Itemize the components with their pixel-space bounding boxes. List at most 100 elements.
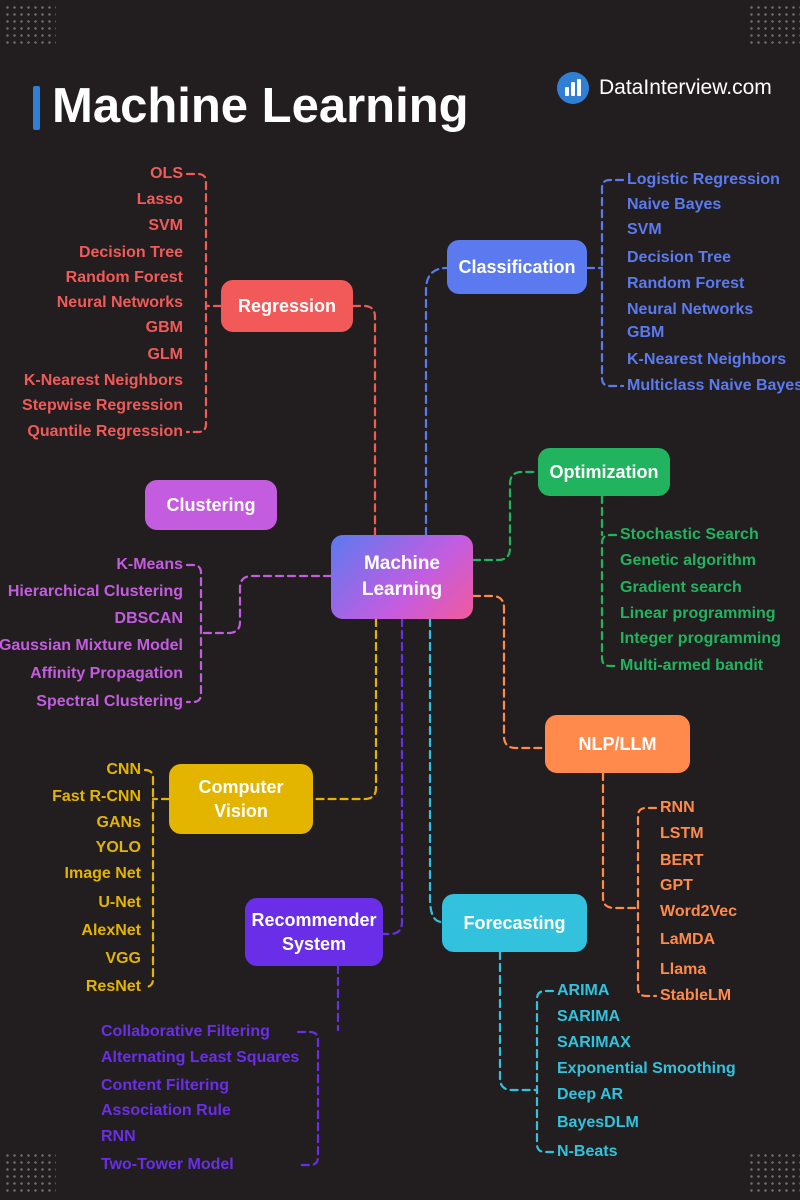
recommender-connector: [381, 617, 404, 936]
classification-item: GBM: [627, 324, 665, 341]
dot-pattern-bottom-right: [748, 1152, 800, 1196]
forecasting-item: SARIMA: [557, 1008, 621, 1025]
node-clustering: Clustering: [145, 480, 277, 530]
forecasting-item: ARIMA: [557, 982, 610, 999]
node-regression: Regression: [221, 280, 353, 332]
nlp-item: Word2Vec: [660, 903, 738, 920]
vision-connector: [311, 617, 378, 801]
nlp-connector: [471, 594, 547, 750]
classification-item: Logistic Regression: [627, 171, 780, 188]
brand-name: DataInterview.com: [599, 76, 772, 99]
classification-item: Neural Networks: [627, 301, 754, 318]
clustering-item: Gaussian Mixture Model: [0, 637, 183, 654]
optimization-item: Integer programming: [620, 630, 781, 647]
title-accent-bar: [33, 86, 40, 130]
recommender-item: Association Rule: [101, 1102, 231, 1119]
clustering-bracket: [185, 563, 203, 704]
recommender-item: RNN: [101, 1128, 136, 1145]
vision-item: Fast R-CNN: [52, 788, 141, 805]
node-vision: Computer Vision: [169, 764, 313, 834]
nlp-link: [601, 771, 640, 910]
forecasting-item: SARIMAX: [557, 1034, 631, 1051]
vision-item: CNN: [106, 761, 141, 778]
optimization-item: Stochastic Search: [620, 526, 759, 543]
node-forecasting: Forecasting: [442, 894, 587, 952]
clustering-item: Spectral Clustering: [36, 693, 183, 710]
optimization-item: Gradient search: [620, 579, 742, 596]
classification-item: Random Forest: [627, 275, 745, 292]
page-title: Machine Learning: [52, 79, 469, 133]
classification-connector: [424, 266, 449, 537]
nlp-bracket: [636, 806, 658, 998]
nlp-item: LSTM: [660, 825, 704, 842]
vision-item: U-Net: [98, 894, 141, 911]
nlp-item: RNN: [660, 799, 695, 816]
vision-bracket: [143, 768, 155, 989]
optimization-item: Linear programming: [620, 605, 776, 622]
dot-pattern-top-left: [4, 4, 56, 48]
regression-bracket: [185, 172, 208, 434]
regression-item: GBM: [145, 319, 183, 336]
forecasting-item: Exponential Smoothing: [557, 1060, 736, 1077]
classification-bracket: [600, 178, 625, 388]
vision-item: Image Net: [64, 865, 141, 882]
vision-item: AlexNet: [81, 922, 141, 939]
recommender-item: Alternating Least Squares: [101, 1049, 300, 1066]
clustering-item: DBSCAN: [114, 610, 183, 627]
vision-item: VGG: [105, 950, 141, 967]
regression-item: Neural Networks: [56, 294, 183, 311]
optimization-item: Multi-armed bandit: [620, 657, 764, 674]
regression-item: OLS: [150, 165, 183, 182]
regression-item: SVM: [148, 217, 183, 234]
classification-item: Multiclass Naive Bayes: [627, 377, 800, 394]
optimization-connector: [471, 470, 540, 562]
recommender-item: Collaborative Filtering: [101, 1023, 270, 1040]
dot-pattern-bottom-left: [4, 1152, 56, 1196]
regression-item: Stepwise Regression: [22, 397, 183, 414]
nlp-item: StableLM: [660, 987, 732, 1004]
clustering-item: Hierarchical Clustering: [7, 583, 183, 600]
node-classification: Classification: [447, 240, 587, 294]
optimization-bracket: [600, 533, 618, 668]
forecasting-item: N-Beats: [557, 1143, 618, 1160]
vision-item: YOLO: [95, 839, 141, 856]
dot-pattern-top-right: [748, 4, 800, 48]
clustering-item: Affinity Propagation: [30, 665, 183, 682]
node-recommender: Recommender System: [245, 898, 383, 966]
nlp-item: LaMDA: [660, 931, 716, 948]
optimization-item: Genetic algorithm: [620, 552, 757, 569]
recommender-item: Content Filtering: [101, 1077, 229, 1094]
center-node: Machine Learning: [331, 535, 473, 619]
regression-connector: [351, 304, 377, 537]
forecasting-item: BayesDLM: [557, 1114, 639, 1131]
nlp-item: GPT: [660, 877, 693, 894]
brand: DataInterview.com: [557, 72, 772, 104]
regression-item: K-Nearest Neighbors: [23, 372, 183, 389]
regression-item: GLM: [147, 346, 183, 363]
forecasting-bracket: [535, 989, 555, 1154]
nlp-item: BERT: [660, 852, 704, 869]
vision-item: ResNet: [85, 978, 141, 995]
clustering-item: K-Means: [116, 556, 183, 573]
node-nlp: NLP/LLM: [545, 715, 690, 773]
vision-item: GANs: [96, 814, 141, 831]
regression-item: Random Forest: [65, 269, 183, 286]
recommender-bracket: [296, 1030, 320, 1167]
nlp-item: Llama: [660, 961, 707, 978]
forecasting-connector: [428, 617, 444, 924]
classification-item: Decision Tree: [627, 249, 732, 266]
node-optimization: Optimization: [538, 448, 670, 496]
regression-item: Quantile Regression: [27, 423, 183, 440]
classification-item: Naive Bayes: [627, 196, 722, 213]
forecasting-item: Deep AR: [557, 1086, 624, 1103]
clustering-connector: [199, 574, 333, 635]
classification-item: SVM: [627, 221, 662, 238]
regression-item: Decision Tree: [78, 244, 183, 261]
bar-chart-logo-icon: [557, 72, 589, 104]
recommender-item: Two-Tower Model: [101, 1156, 234, 1173]
regression-item: Lasso: [136, 191, 183, 208]
classification-item: K-Nearest Neighbors: [627, 351, 787, 368]
forecasting-link: [498, 950, 539, 1092]
